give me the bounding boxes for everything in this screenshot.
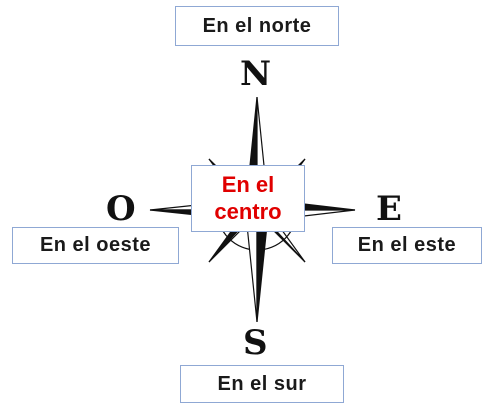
label-east: En el este bbox=[332, 227, 482, 264]
label-center: En el centro bbox=[191, 165, 305, 232]
label-center-line2: centro bbox=[214, 198, 282, 224]
cardinal-west: O bbox=[106, 189, 136, 229]
cardinal-north: N bbox=[240, 54, 272, 94]
label-north: En el norte bbox=[175, 6, 339, 46]
label-west: En el oeste bbox=[12, 227, 179, 264]
label-center-line1: En el bbox=[221, 172, 275, 198]
cardinal-south: S bbox=[243, 323, 268, 363]
label-south: En el sur bbox=[180, 365, 344, 403]
cardinal-east: E bbox=[376, 189, 402, 229]
